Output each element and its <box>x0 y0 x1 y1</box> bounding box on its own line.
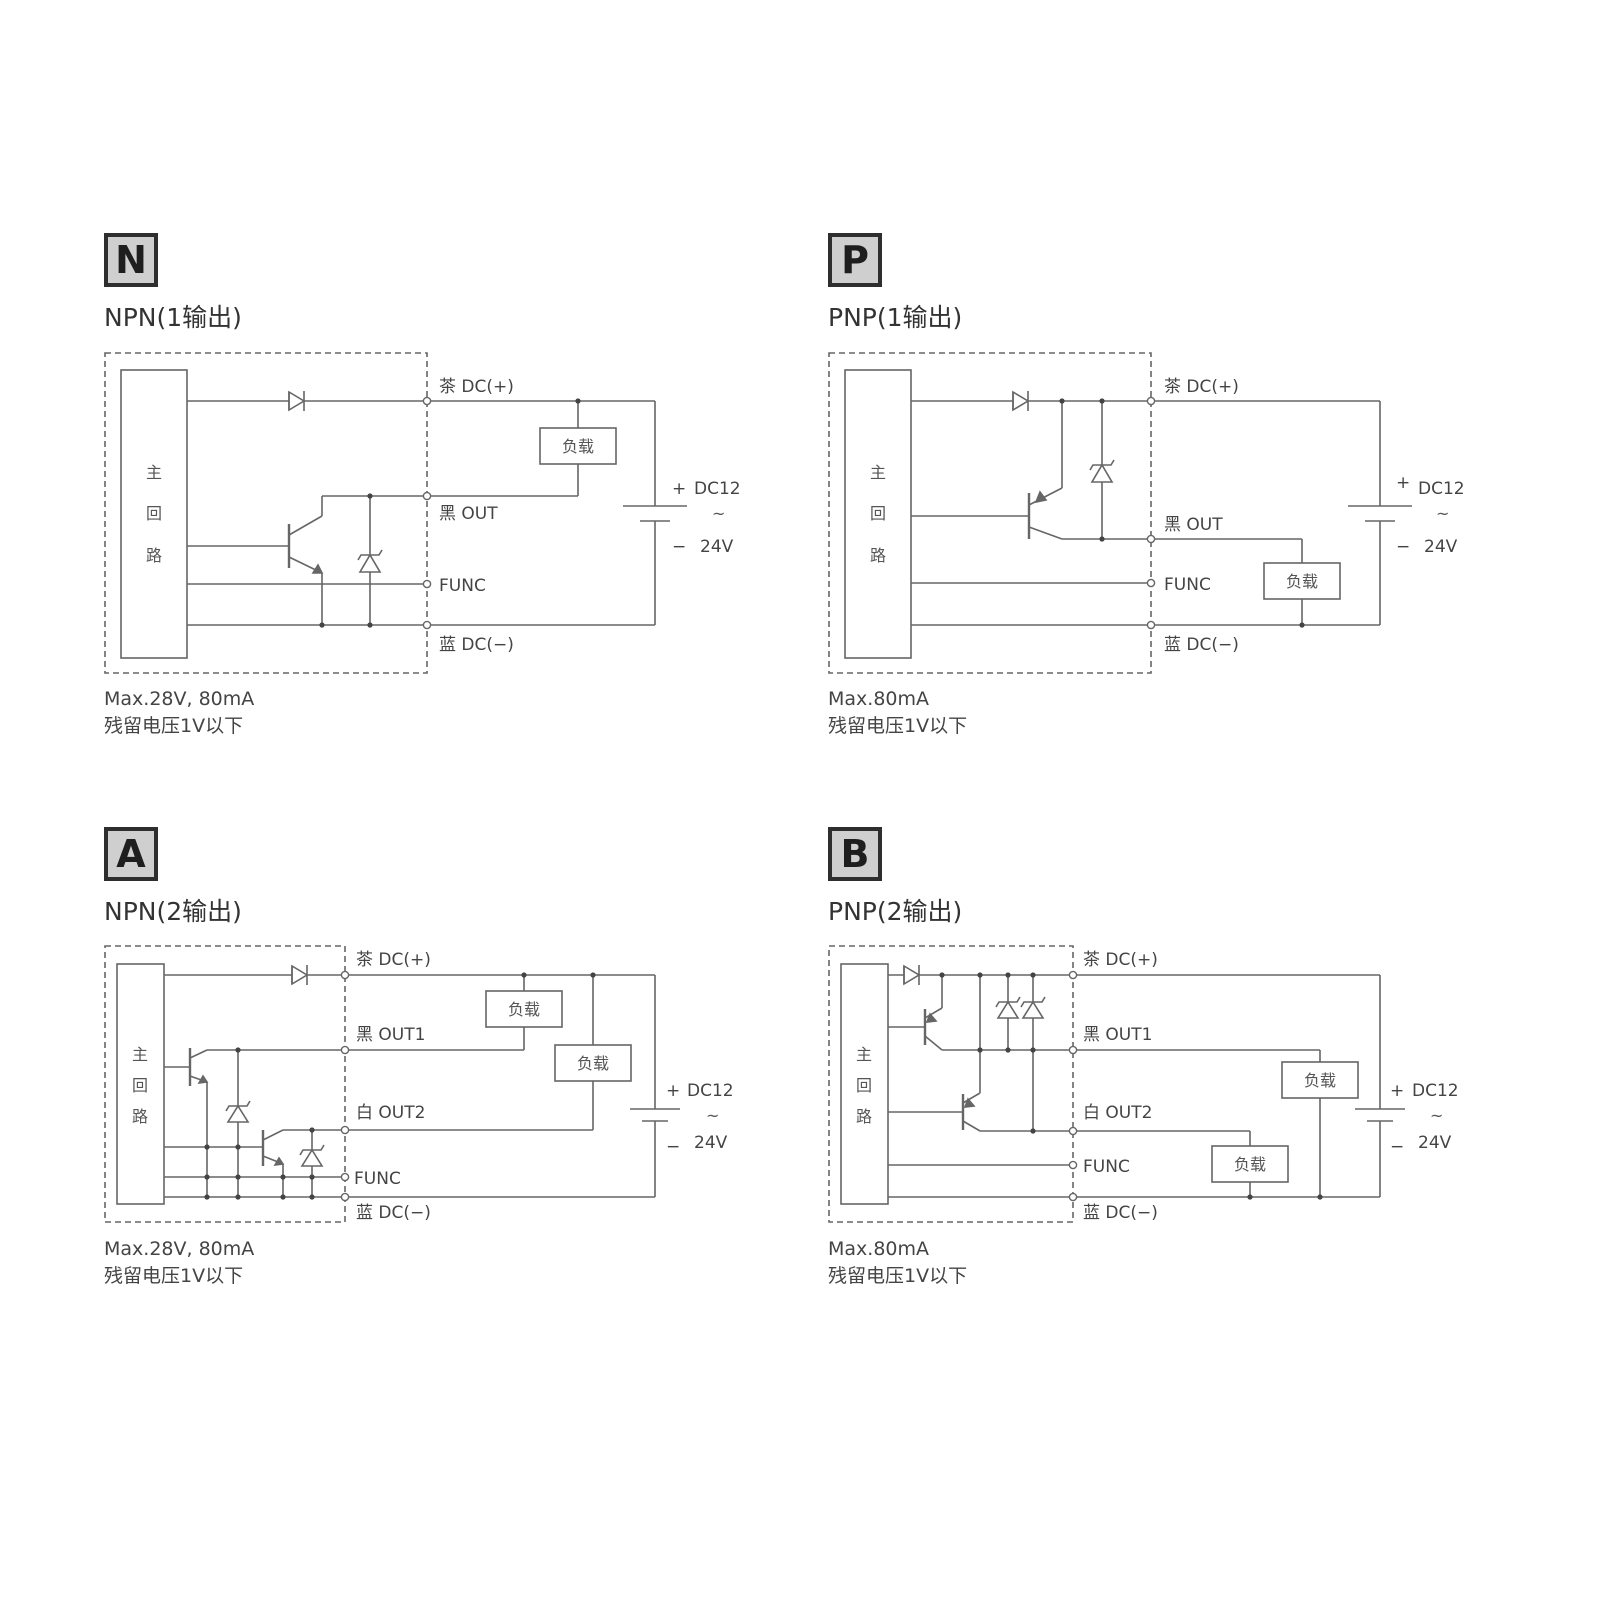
svg-text:主: 主 <box>146 463 162 482</box>
supply-voltage-low: DC12 <box>694 479 741 499</box>
supply-range-sep: ~ <box>706 1106 719 1125</box>
svg-text:主: 主 <box>132 1045 148 1064</box>
panel-title: PNP(2输出) <box>828 897 963 926</box>
terminal-dc-plus: 茶 DC(+) <box>1083 950 1158 970</box>
pnp-1-output-circuit: 主 回 路 负载 茶 DC(+) 黑 OUT FUNC 蓝 DC(−) + − … <box>828 352 1465 674</box>
svg-text:回: 回 <box>146 504 162 523</box>
badge-a: A <box>104 827 158 881</box>
svg-text:主: 主 <box>870 463 886 482</box>
terminal-dc-minus: 蓝 DC(−) <box>1164 635 1239 655</box>
terminal-dc-minus: 蓝 DC(−) <box>1083 1203 1158 1223</box>
sensor-boundary <box>104 352 428 674</box>
supply-range-sep: ~ <box>712 504 725 523</box>
supply-voltage-high: 24V <box>694 1133 728 1153</box>
spec-note-residual: 残留电压1V以下 <box>828 1265 968 1287</box>
load-label-2: 负载 <box>577 1054 609 1073</box>
badge-p: P <box>828 233 882 287</box>
main-circuit-label: 主 回 路 <box>146 463 162 565</box>
terminal-func: FUNC <box>354 1169 401 1189</box>
supply-plus: + <box>1396 473 1410 493</box>
spec-note-residual: 残留电压1V以下 <box>104 715 244 737</box>
load-label-1: 负载 <box>1304 1071 1336 1090</box>
main-circuit-label: 主 回 路 <box>870 463 886 565</box>
main-circuit-label: 主 回 路 <box>132 1045 148 1126</box>
terminal-dc-plus: 茶 DC(+) <box>439 377 514 397</box>
load-label: 负载 <box>562 437 594 456</box>
panel-pnp-2-output: B PNP(2输出) <box>0 0 1459 1287</box>
load-label-2: 负载 <box>1234 1155 1266 1174</box>
supply-voltage-low: DC12 <box>1412 1081 1459 1101</box>
svg-text:路: 路 <box>132 1107 148 1126</box>
terminal-dc-plus: 茶 DC(+) <box>356 950 431 970</box>
zener-diode-icon <box>996 1000 1020 1019</box>
spec-note-residual: 残留电压1V以下 <box>828 715 968 737</box>
main-circuit-label: 主 回 路 <box>856 1045 872 1126</box>
terminal-out2: 白 OUT2 <box>356 1103 425 1123</box>
svg-text:回: 回 <box>856 1076 872 1095</box>
terminal-out2: 白 OUT2 <box>1083 1103 1152 1123</box>
main-circuit-block <box>120 369 188 659</box>
spec-note-max: Max.80mA <box>828 688 930 710</box>
supply-minus: − <box>1390 1137 1404 1157</box>
terminal-dc-minus: 蓝 DC(−) <box>356 1203 431 1223</box>
spec-note-max: Max.28V, 80mA <box>104 688 255 710</box>
svg-text:路: 路 <box>146 546 162 565</box>
supply-voltage-low: DC12 <box>687 1081 734 1101</box>
svg-text:路: 路 <box>870 546 886 565</box>
supply-plus: + <box>666 1081 680 1101</box>
svg-text:回: 回 <box>870 504 886 523</box>
svg-text:回: 回 <box>132 1076 148 1095</box>
supply-minus: − <box>672 537 686 557</box>
badge-n: N <box>104 233 158 287</box>
load-label: 负载 <box>1286 572 1318 591</box>
svg-text:路: 路 <box>856 1107 872 1126</box>
panel-pnp-1-output: P PNP(1输出) <box>0 0 1465 800</box>
npn-2-output-circuit: 主 回 路 负载 负载 茶 DC(+) 黑 OUT1 白 OUT2 FUNC 蓝… <box>104 945 734 1223</box>
terminal-func: FUNC <box>1083 1157 1130 1177</box>
spec-note-max: Max.80mA <box>828 1238 930 1260</box>
supply-range-sep: ~ <box>1436 504 1449 523</box>
panel-title: NPN(2输出) <box>104 897 242 926</box>
terminal-dc-minus: 蓝 DC(−) <box>439 635 514 655</box>
supply-voltage-high: 24V <box>700 537 734 557</box>
spec-note-residual: 残留电压1V以下 <box>104 1265 244 1287</box>
load-label-1: 负载 <box>508 1000 540 1019</box>
panel-npn-2-output: A NPN(2输出) <box>0 0 800 1287</box>
supply-plus: + <box>672 479 686 499</box>
badge-b: B <box>828 827 882 881</box>
supply-minus: − <box>1396 537 1410 557</box>
panel-title: PNP(1输出) <box>828 303 963 332</box>
diode-icon <box>903 964 921 986</box>
spec-note-max: Max.28V, 80mA <box>104 1238 255 1260</box>
terminal-out: 黑 OUT <box>1164 515 1223 535</box>
panel-title: NPN(1输出) <box>104 303 242 332</box>
panel-npn-1-output: N NPN(1输出) <box>0 0 800 800</box>
terminal-dc-plus: 茶 DC(+) <box>1164 377 1239 397</box>
terminal-func: FUNC <box>439 576 486 596</box>
npn-1-output-circuit: 主 回 路 负载 茶 DC(+) 黑 OUT FUNC 蓝 DC(−) + − … <box>104 352 741 674</box>
supply-range-sep: ~ <box>1430 1106 1443 1125</box>
terminal-func: FUNC <box>1164 575 1211 595</box>
svg-text:主: 主 <box>856 1045 872 1064</box>
zener-diode-icon <box>1021 1000 1045 1019</box>
supply-plus: + <box>1390 1081 1404 1101</box>
supply-voltage-low: DC12 <box>1418 479 1465 499</box>
supply-minus: − <box>666 1137 680 1157</box>
supply-voltage-high: 24V <box>1424 537 1458 557</box>
terminal-out1: 黑 OUT1 <box>1083 1025 1152 1045</box>
terminal-out1: 黑 OUT1 <box>356 1025 425 1045</box>
supply-voltage-high: 24V <box>1418 1133 1452 1153</box>
terminal-out: 黑 OUT <box>439 504 498 524</box>
